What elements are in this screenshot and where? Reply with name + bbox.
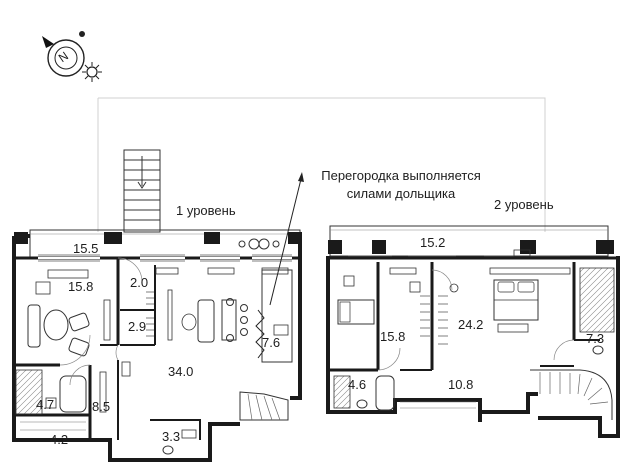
- room-area-bedroom-b: 24.2: [458, 317, 484, 332]
- building-outline: [97, 97, 546, 232]
- room-area-kitchen-zone: 7.6: [262, 335, 281, 350]
- room-area-loggia-1: 15.5: [73, 241, 99, 256]
- room-area-living: 15.8: [68, 279, 94, 294]
- room-area-bath-1: 4.7: [36, 397, 55, 412]
- partition-note: Перегородка выполняется силами дольщика: [306, 167, 496, 203]
- level-1-plan: [12, 172, 304, 462]
- room-area-wc: 3.3: [162, 429, 181, 444]
- partition-note-line-1: Перегородка выполняется: [321, 168, 481, 183]
- room-area-bath-2b: 7.3: [586, 331, 605, 346]
- room-area-hall-1: 8.5: [92, 399, 111, 414]
- sun-icon: [82, 62, 102, 82]
- entrance-stairs: [123, 149, 161, 233]
- room-area-hall-2: 10.8: [448, 377, 474, 392]
- room-area-bedroom-a: 15.8: [380, 329, 406, 344]
- room-area-closet-a: 2.0: [130, 275, 149, 290]
- room-area-loggia-2: 15.2: [420, 235, 446, 250]
- partition-note-line-2: силами дольщика: [346, 186, 456, 201]
- room-area-closet-b: 2.9: [128, 319, 147, 334]
- level-2-plan: [326, 225, 620, 438]
- level-1-label: 1 уровень: [176, 203, 236, 218]
- room-area-bath-2a: 4.6: [348, 377, 367, 392]
- room-area-wardrobe: 4.2: [50, 432, 69, 447]
- level-2-label: 2 уровень: [494, 197, 554, 212]
- compass-icon: [42, 31, 85, 77]
- room-area-kitchen-living: 34.0: [168, 364, 194, 379]
